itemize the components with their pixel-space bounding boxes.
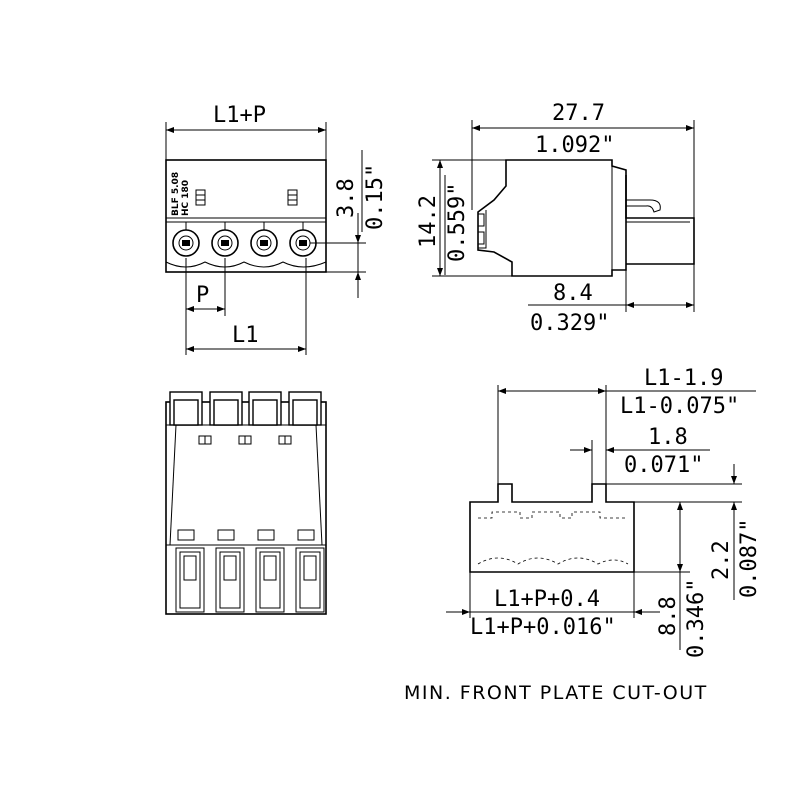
latch-window xyxy=(287,189,298,206)
dim-height-in: 0.15" xyxy=(363,164,388,230)
front-view: BLF 5.08 HC 180 L1+P P xyxy=(165,103,388,355)
dim-a-in: L1-0.075" xyxy=(620,394,739,419)
wire-entry-row xyxy=(175,547,325,613)
screw-terminal xyxy=(211,222,239,257)
dim-l1-plus-p: L1+P xyxy=(213,103,266,128)
cutout-caption: MIN. FRONT PLATE CUT-OUT xyxy=(404,682,708,704)
dim-height-in: 0.559" xyxy=(445,183,470,262)
dim-pitch: P xyxy=(196,283,209,308)
screw-terminal xyxy=(289,222,317,257)
dim-height-mm: 14.2 xyxy=(416,195,441,248)
connector-body-top xyxy=(165,401,327,615)
dim-height-mm: 3.8 xyxy=(334,178,359,218)
marking-line-2: HC 180 xyxy=(181,180,191,216)
dim-d-mm: 8.8 xyxy=(656,596,681,636)
latch-body xyxy=(625,175,695,265)
side-profile xyxy=(477,159,627,277)
dim-b-mm: 1.8 xyxy=(648,425,688,450)
top-latch-row xyxy=(169,391,322,426)
dim-b-in: 0.071" xyxy=(624,453,703,478)
dim-e-in: L1+P+0.016" xyxy=(470,615,616,640)
dim-length-in: 1.092" xyxy=(535,133,614,158)
marking-line-1: BLF 5.08 xyxy=(171,172,181,216)
connector-body xyxy=(165,159,327,273)
dim-depth-mm: 8.4 xyxy=(553,281,593,306)
dim-a-mm: L1-1.9 xyxy=(644,366,723,391)
dim-c-mm: 2.2 xyxy=(709,540,734,580)
dim-l1: L1 xyxy=(232,323,259,348)
top-view xyxy=(165,391,327,615)
latch-window xyxy=(195,189,206,206)
screw-terminal xyxy=(250,222,278,257)
screw-terminal xyxy=(172,222,200,257)
dim-depth-in: 0.329" xyxy=(530,311,609,336)
cutout-outline xyxy=(469,483,635,573)
cutout-view: L1-1.9 L1-0.075" 1.8 0.071" 2.2 0.087" 8… xyxy=(404,366,762,704)
dim-e-mm: L1+P+0.4 xyxy=(494,587,600,612)
side-view: 27.7 1.092" 14.2 0.559" 8.4 0.329" xyxy=(416,101,695,336)
dim-length-mm: 27.7 xyxy=(552,101,605,126)
dim-c-in: 0.087" xyxy=(737,519,762,598)
dim-d-in: 0.346" xyxy=(684,579,709,658)
